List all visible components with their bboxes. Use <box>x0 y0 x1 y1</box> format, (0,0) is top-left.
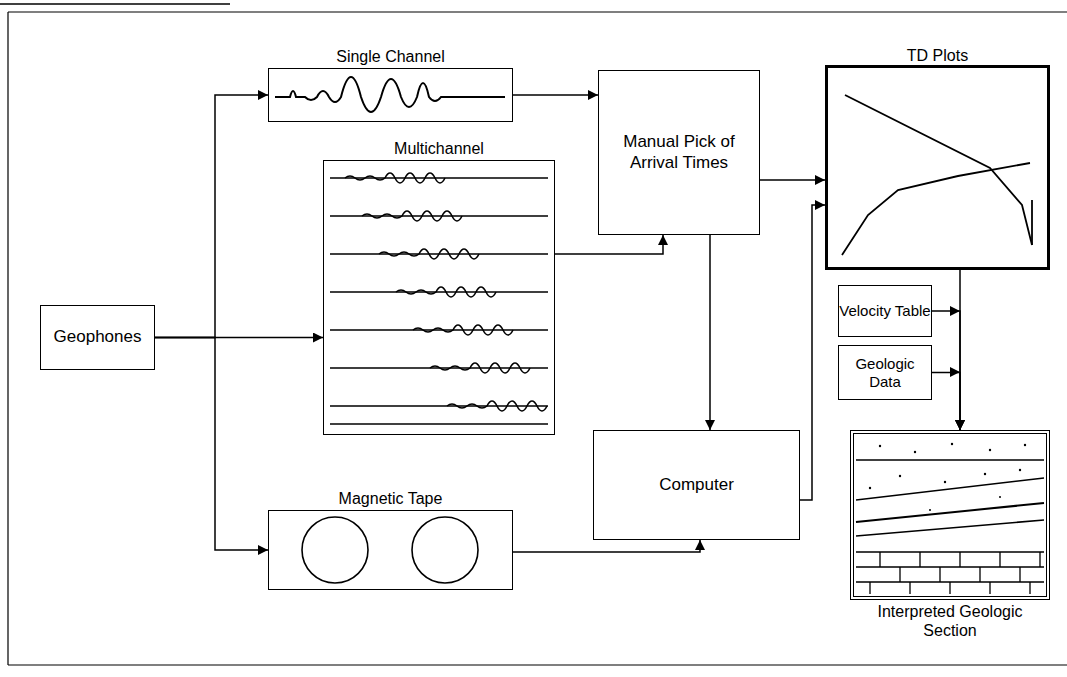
flow-arrow <box>513 540 700 552</box>
flow-arrow <box>932 311 960 430</box>
flow-arrow <box>513 94 598 96</box>
box-label: Computer <box>659 475 734 495</box>
trace-wiggle <box>430 363 530 373</box>
tape-reel <box>302 517 368 583</box>
td-curve <box>845 95 1032 245</box>
stratum-line <box>856 459 1044 460</box>
flow-arrow <box>932 373 960 431</box>
flow-arrow <box>155 338 268 551</box>
td-curve <box>842 163 1030 255</box>
box-label: Manual Pick of Arrival Times <box>623 132 735 173</box>
display-box: Multichannel <box>323 160 555 435</box>
section-box: Interpreted Geologic Section <box>850 430 1050 600</box>
strata <box>856 460 1044 594</box>
frame-line <box>0 3 230 5</box>
flow-arrow <box>800 205 825 500</box>
waveform <box>275 77 505 112</box>
trace-wiggle <box>396 287 496 297</box>
trace-baseline <box>330 423 548 425</box>
stratum-line <box>856 552 1044 582</box>
flow-arrow <box>760 179 825 181</box>
sand-dots <box>869 443 1026 511</box>
junction-arrowhead <box>950 306 960 377</box>
box-heading: Magnetic Tape <box>339 489 443 508</box>
figure-frame <box>0 4 1067 665</box>
trace-wiggle <box>447 401 547 411</box>
flow-arrow <box>155 95 268 338</box>
stratum-line <box>856 520 1044 536</box>
trace-wiggle <box>362 211 462 221</box>
tape-reel <box>412 517 478 583</box>
data-box: Velocity Table <box>838 285 932 337</box>
box-label: Geologic Data <box>839 355 931 391</box>
box-heading: Multichannel <box>394 139 484 158</box>
frame-line <box>8 12 1067 665</box>
box-heading: Interpreted Geologic Section <box>864 602 1036 640</box>
seismic-traces <box>330 173 548 424</box>
td-curves <box>842 95 1032 255</box>
limestone-pattern <box>870 552 1040 594</box>
plot-box: TD Plots <box>825 65 1050 270</box>
process-box: Geophones <box>40 305 155 370</box>
flow-arrow <box>555 235 663 254</box>
td-curve <box>1031 200 1033 245</box>
process-box: Computer <box>593 430 800 540</box>
trace-wiggle <box>413 325 513 335</box>
flow-arrow <box>709 235 711 430</box>
data-box: Geologic Data <box>838 345 932 400</box>
trace-wiggle <box>379 249 479 259</box>
box-label: Geophones <box>54 327 142 347</box>
trace-wiggle <box>345 173 445 183</box>
stratum-line <box>856 478 1044 500</box>
trace-baseline <box>330 178 548 406</box>
display-box: Single Channel <box>268 68 513 122</box>
box-heading: Single Channel <box>336 47 445 66</box>
process-box: Manual Pick of Arrival Times <box>598 70 760 235</box>
stratum-line <box>856 503 1044 522</box>
storage-box: Magnetic Tape <box>268 510 513 590</box>
box-heading: TD Plots <box>907 46 968 65</box>
box-label: Velocity Table <box>839 302 930 320</box>
